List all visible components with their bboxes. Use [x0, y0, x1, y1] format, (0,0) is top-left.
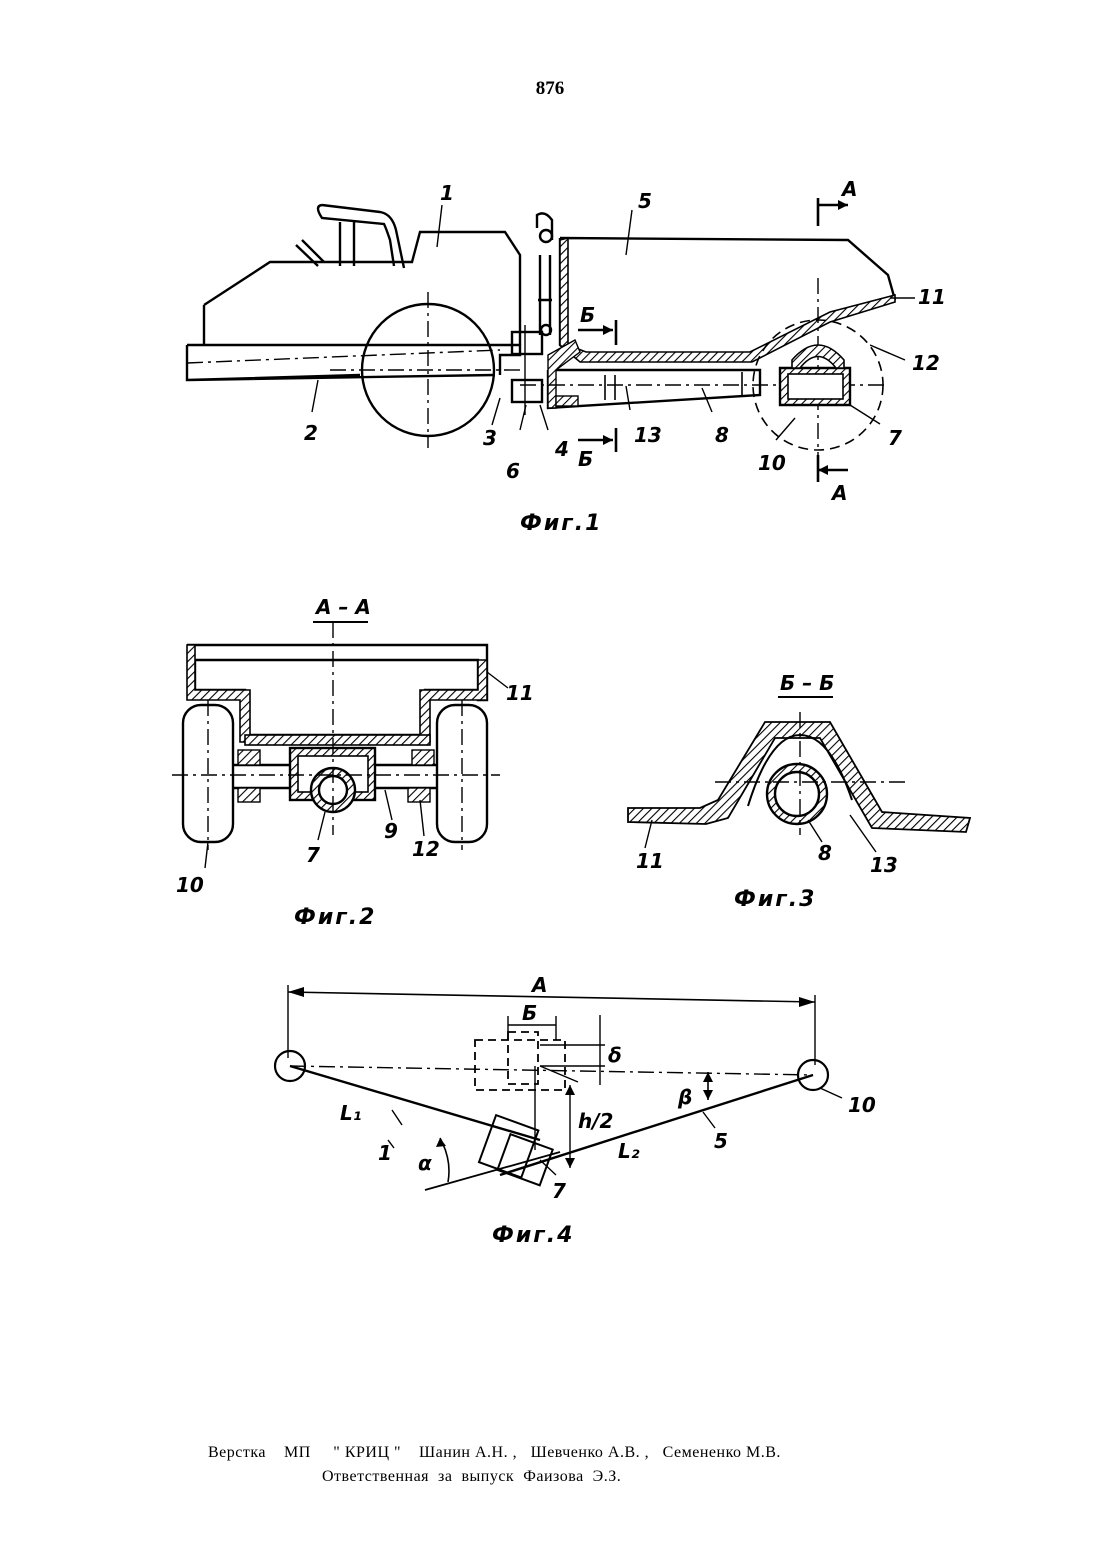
fig1-caption: Фиг.1: [520, 511, 602, 536]
fig1-label-11: 11: [918, 285, 946, 309]
hitch-upper: [512, 332, 542, 354]
fig4-delta: δ: [608, 1043, 622, 1067]
figure-4-labels: А Б δ h/2 β α L₁ L₂ 1 5 7 10 Фиг.4: [340, 973, 876, 1248]
body-floor-hatched: [560, 238, 895, 362]
section-a-top-marker: [818, 198, 848, 226]
fig1-label-13: 13: [634, 423, 662, 447]
fig3-label-11: 11: [636, 849, 664, 873]
fig4-dim-a: А: [530, 973, 547, 997]
link-l1: [290, 1066, 540, 1140]
fig2-label-11: 11: [506, 681, 534, 705]
fig2-label-12: 12: [412, 837, 440, 861]
fig1-label-8: 8: [715, 423, 729, 447]
fig3-caption: Фиг.3: [734, 887, 816, 912]
figure-1: [187, 198, 915, 482]
fig1-section-b-top: Б: [580, 303, 595, 327]
fig2-label-7: 7: [306, 843, 320, 867]
fig2-label-9: 9: [384, 819, 398, 843]
fig4-label-10: 10: [848, 1093, 876, 1117]
figure-2: [172, 622, 508, 868]
arch-12: [792, 345, 844, 368]
fig4-label-5: 5: [714, 1129, 728, 1153]
fig4-beta: β: [677, 1085, 692, 1109]
fig4-alpha: α: [418, 1151, 432, 1175]
fig1-label-6: 6: [506, 459, 520, 483]
fig4-L2: L₂: [618, 1139, 640, 1163]
dump-body: [560, 238, 895, 360]
fig1-section-a-top: А: [840, 177, 857, 201]
fig1-label-12: 12: [912, 351, 940, 375]
fig4-caption: Фиг.4: [492, 1223, 574, 1248]
fig4-h2: h/2: [578, 1109, 613, 1133]
fig1-label-3: 3: [483, 426, 497, 450]
fig1-label-7: 7: [888, 426, 902, 450]
fig3-label-13: 13: [870, 853, 898, 877]
figure-4: [275, 985, 842, 1190]
fig1-section-a-bottom: А: [830, 481, 847, 505]
fig4-label-7: 7: [552, 1179, 566, 1203]
tractor-cab: [204, 232, 520, 345]
imprint-line-1: Верстка МП " КРИЦ " Шанин А.Н. , Шевченк…: [208, 1444, 781, 1462]
fig1-label-2: 2: [304, 421, 318, 445]
fig2-caption: Фиг.2: [294, 905, 376, 930]
fig4-dim-b: Б: [522, 1001, 537, 1025]
fig2-section-title: А – А: [314, 595, 371, 619]
fig4-L1: L₁: [340, 1101, 362, 1125]
roll-bar: [318, 205, 404, 268]
fig1-label-4: 4: [554, 437, 569, 461]
fig2-label-10: 10: [176, 873, 204, 897]
pivot-dashed-outer: [475, 1040, 565, 1090]
hitch-lower: [512, 380, 542, 402]
fig4-label-1: 1: [378, 1141, 392, 1165]
fig3-section-title: Б – Б: [780, 671, 834, 695]
fig1-section-b-bottom: Б: [578, 447, 593, 471]
imprint-line-2: Ответственная за выпуск Фаизова Э.З.: [322, 1468, 621, 1486]
fig3-label-8: 8: [818, 841, 832, 865]
dim-a-line: [288, 992, 815, 1002]
fig1-label-5: 5: [638, 189, 652, 213]
fig1-label-10: 10: [758, 451, 786, 475]
figure-3: [628, 697, 970, 852]
tractor-frame-2: [187, 345, 520, 380]
fig1-label-1: 1: [440, 181, 454, 205]
